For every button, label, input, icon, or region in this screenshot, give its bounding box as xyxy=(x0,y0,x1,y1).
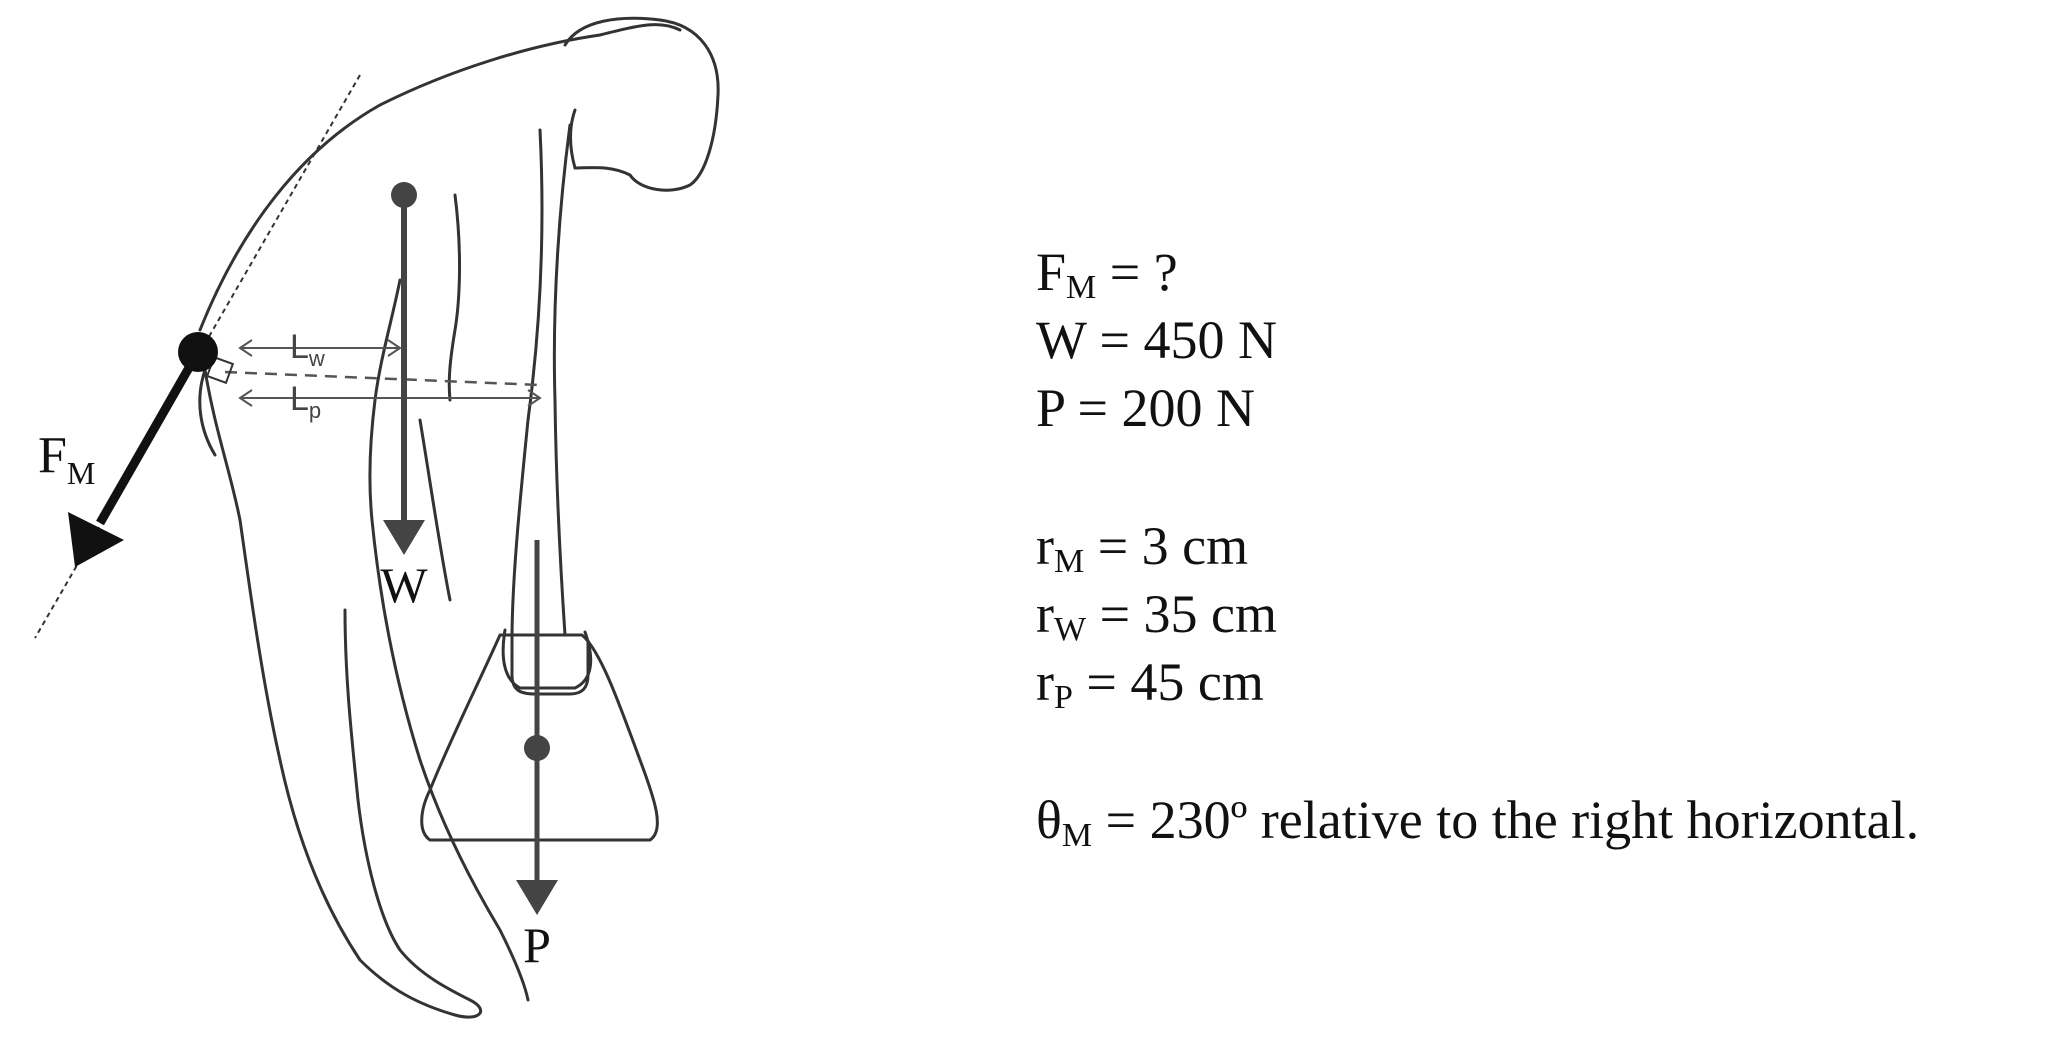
belly-line xyxy=(368,278,402,522)
given-rp-subscript: P xyxy=(1053,679,1073,716)
given-p-value: = 200 N xyxy=(1064,378,1255,438)
w-label: W xyxy=(380,557,428,613)
fm-shaft xyxy=(96,349,202,526)
moment-arms xyxy=(224,339,542,407)
rear-leg xyxy=(203,368,483,1019)
bag-handle xyxy=(510,640,590,696)
given-theta: θM = 230º relative to the right horizont… xyxy=(1036,786,2036,854)
given-rw-symbol: r xyxy=(1036,584,1054,644)
given-rm-subscript: M xyxy=(1053,543,1085,580)
w-center-dot xyxy=(391,182,417,208)
given-fm-subscript: M xyxy=(1066,269,1097,306)
arm-front xyxy=(552,123,572,637)
given-fm: FM = ? xyxy=(1036,238,2036,306)
bag-body xyxy=(420,633,659,842)
lw-arrowhead-left xyxy=(238,339,253,357)
front-leg xyxy=(370,518,530,1002)
given-rp: rP = 45 cm xyxy=(1036,648,2036,716)
arm-back xyxy=(510,128,544,642)
fm-label: FM xyxy=(38,427,95,491)
w-arrow xyxy=(383,182,425,555)
p-arrow xyxy=(516,540,558,915)
given-rm: rM = 3 cm xyxy=(1036,512,2036,580)
w-arrowhead xyxy=(383,520,425,555)
given-theta-value: = 230º relative to the right horizontal. xyxy=(1092,790,1920,850)
inner-leg xyxy=(418,418,452,602)
given-theta-symbol: θ xyxy=(1036,790,1062,850)
p-arrowhead xyxy=(516,880,558,915)
head-outline xyxy=(563,16,720,192)
torso-front xyxy=(447,193,461,402)
spacer xyxy=(1036,716,2036,786)
given-fm-value: = ? xyxy=(1096,242,1178,302)
lw-label: Lw xyxy=(290,328,325,371)
given-rp-symbol: r xyxy=(1036,652,1054,712)
back-line xyxy=(198,23,682,332)
given-rp-value: = 45 cm xyxy=(1072,652,1264,712)
given-rm-symbol: r xyxy=(1036,516,1054,576)
given-theta-subscript: M xyxy=(1061,817,1093,854)
lw-arrowhead-right xyxy=(387,339,402,357)
dashed-horizontal xyxy=(224,370,541,387)
hand xyxy=(501,628,593,690)
lp-arrowhead-right xyxy=(527,389,542,407)
given-w: W = 450 N xyxy=(1036,306,2036,374)
given-rw-subscript: W xyxy=(1053,611,1087,648)
person-outline xyxy=(198,16,720,1019)
given-p: P = 200 N xyxy=(1036,374,2036,442)
bag xyxy=(420,633,659,842)
given-w-symbol: W xyxy=(1036,310,1086,370)
given-w-value: = 450 N xyxy=(1086,310,1277,370)
buttock xyxy=(198,368,217,457)
given-p-symbol: P xyxy=(1036,378,1065,438)
given-rm-value: = 3 cm xyxy=(1084,516,1249,576)
p-label: P xyxy=(523,917,551,973)
neck-front xyxy=(569,108,577,170)
free-body-diagram: Lw Lp FM W P xyxy=(34,16,720,1019)
spacer xyxy=(1036,442,2036,512)
fm-arrow xyxy=(68,349,202,567)
lp-arrowhead-left xyxy=(238,389,253,407)
given-fm-symbol: F xyxy=(1036,242,1067,302)
givens-panel: FM = ? W = 450 N P = 200 N rM = 3 cm rW … xyxy=(1036,238,2036,854)
given-rw: rW = 35 cm xyxy=(1036,580,2036,648)
lp-label: Lp xyxy=(290,380,321,423)
fm-arrowhead xyxy=(68,512,124,567)
given-rw-value: = 35 cm xyxy=(1086,584,1278,644)
